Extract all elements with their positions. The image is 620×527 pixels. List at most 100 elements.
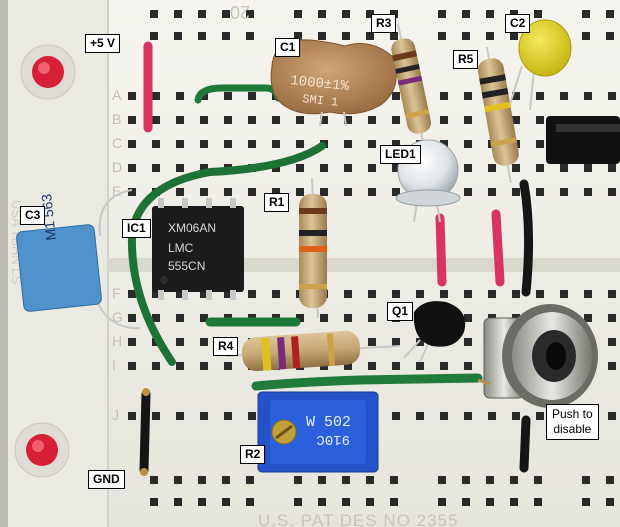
breadboard-hole bbox=[584, 314, 592, 322]
label-plus5v: +5 V bbox=[85, 34, 121, 53]
breadboard-hole bbox=[344, 164, 352, 172]
breadboard-hole bbox=[438, 476, 446, 484]
breadboard-hole bbox=[294, 10, 302, 18]
breadboard-hole bbox=[224, 188, 232, 196]
breadboard-hole bbox=[416, 362, 424, 370]
breadboard-hole bbox=[198, 10, 206, 18]
breadboard-hole bbox=[246, 32, 254, 40]
breadboard-hole bbox=[174, 476, 182, 484]
black-wire bbox=[519, 179, 534, 297]
breadboard-hole bbox=[152, 92, 160, 100]
breadboard-hole bbox=[128, 140, 136, 148]
breadboard-hole bbox=[536, 140, 544, 148]
potentiometer-r2: W 502 910C bbox=[257, 391, 379, 473]
breadboard-hole bbox=[246, 498, 254, 506]
breadboard-hole bbox=[200, 290, 208, 298]
label-r3: R3 bbox=[371, 14, 397, 33]
resistor-r1 bbox=[299, 177, 327, 319]
breadboard-hole bbox=[224, 116, 232, 124]
breadboard-hole bbox=[152, 290, 160, 298]
breadboard-hole bbox=[464, 92, 472, 100]
breadboard-hole bbox=[608, 290, 616, 298]
svg-text:555CN: 555CN bbox=[168, 259, 205, 273]
breadboard-hole bbox=[176, 140, 184, 148]
svg-text:B: B bbox=[112, 111, 121, 127]
breadboard-hole bbox=[582, 498, 590, 506]
breadboard-hole bbox=[464, 164, 472, 172]
label-led1: LED1 bbox=[380, 145, 421, 164]
breadboard-hole bbox=[608, 188, 616, 196]
breadboard-hole bbox=[248, 92, 256, 100]
breadboard-hole bbox=[272, 116, 280, 124]
breadboard-hole bbox=[464, 338, 472, 346]
breadboard-hole bbox=[318, 476, 326, 484]
breadboard-hole bbox=[510, 32, 518, 40]
breadboard-hole bbox=[174, 32, 182, 40]
breadboard-hole bbox=[368, 338, 376, 346]
label-push-line1: Push to bbox=[552, 407, 593, 421]
breadboard-hole bbox=[512, 164, 520, 172]
breadboard-hole bbox=[200, 116, 208, 124]
breadboard-hole bbox=[536, 116, 544, 124]
breadboard-hole bbox=[294, 32, 302, 40]
resistor-r5 bbox=[477, 46, 519, 184]
breadboard-hole bbox=[150, 476, 158, 484]
breadboard-hole bbox=[128, 116, 136, 124]
breadboard-hole bbox=[366, 498, 374, 506]
breadboard-hole bbox=[296, 116, 304, 124]
svg-text:J: J bbox=[112, 407, 119, 423]
push-button bbox=[477, 304, 598, 408]
breadboard-hole bbox=[318, 10, 326, 18]
breadboard-hole bbox=[248, 116, 256, 124]
svg-text:G: G bbox=[112, 309, 123, 325]
svg-text:SMI 1: SMI 1 bbox=[302, 92, 339, 110]
breadboard-hole bbox=[536, 290, 544, 298]
breadboard-hole bbox=[248, 412, 256, 420]
breadboard-hole bbox=[584, 92, 592, 100]
breadboard-hole bbox=[224, 412, 232, 420]
breadboard-hole bbox=[416, 290, 424, 298]
breadboard-hole bbox=[606, 32, 614, 40]
black-connector bbox=[546, 116, 620, 164]
breadboard-hole bbox=[174, 10, 182, 18]
breadboard-hole bbox=[390, 476, 398, 484]
capacitor-c3: M1 563 bbox=[16, 189, 141, 330]
ic-555: XM06AN LMC 555CN bbox=[152, 198, 244, 300]
breadboard-hole bbox=[368, 164, 376, 172]
breadboard-hole bbox=[608, 314, 616, 322]
breadboard-hole bbox=[176, 188, 184, 196]
breadboard-hole bbox=[344, 116, 352, 124]
green-arc-wire bbox=[127, 142, 326, 366]
breadboard-hole bbox=[200, 314, 208, 322]
breadboard-hole bbox=[320, 188, 328, 196]
breadboard-hole bbox=[560, 290, 568, 298]
breadboard-hole bbox=[200, 164, 208, 172]
breadboard-hole bbox=[176, 362, 184, 370]
label-push-line2: disable bbox=[553, 422, 592, 436]
label-r4: R4 bbox=[213, 337, 239, 356]
breadboard-hole bbox=[608, 338, 616, 346]
breadboard-hole bbox=[368, 314, 376, 322]
breadboard-hole bbox=[512, 92, 520, 100]
breadboard-hole bbox=[438, 498, 446, 506]
svg-text:H: H bbox=[112, 333, 122, 349]
label-push-to-disable: Push to disable bbox=[546, 404, 599, 440]
breadboard-hole bbox=[296, 314, 304, 322]
breadboard-hole bbox=[150, 10, 158, 18]
breadboard-hole bbox=[606, 10, 614, 18]
breadboard-hole bbox=[512, 116, 520, 124]
breadboard-hole bbox=[368, 140, 376, 148]
breadboard-hole bbox=[440, 412, 448, 420]
svg-text:E: E bbox=[112, 183, 121, 199]
breadboard-hole bbox=[320, 164, 328, 172]
breadboard-hole bbox=[488, 412, 496, 420]
breadboard-hole bbox=[200, 412, 208, 420]
breadboard-hole bbox=[344, 188, 352, 196]
breadboard-hole bbox=[152, 314, 160, 322]
breadboard-hole bbox=[320, 116, 328, 124]
breadboard-hole bbox=[536, 412, 544, 420]
breadboard-hole bbox=[248, 188, 256, 196]
breadboard-hole bbox=[342, 476, 350, 484]
breadboard-hole bbox=[392, 116, 400, 124]
